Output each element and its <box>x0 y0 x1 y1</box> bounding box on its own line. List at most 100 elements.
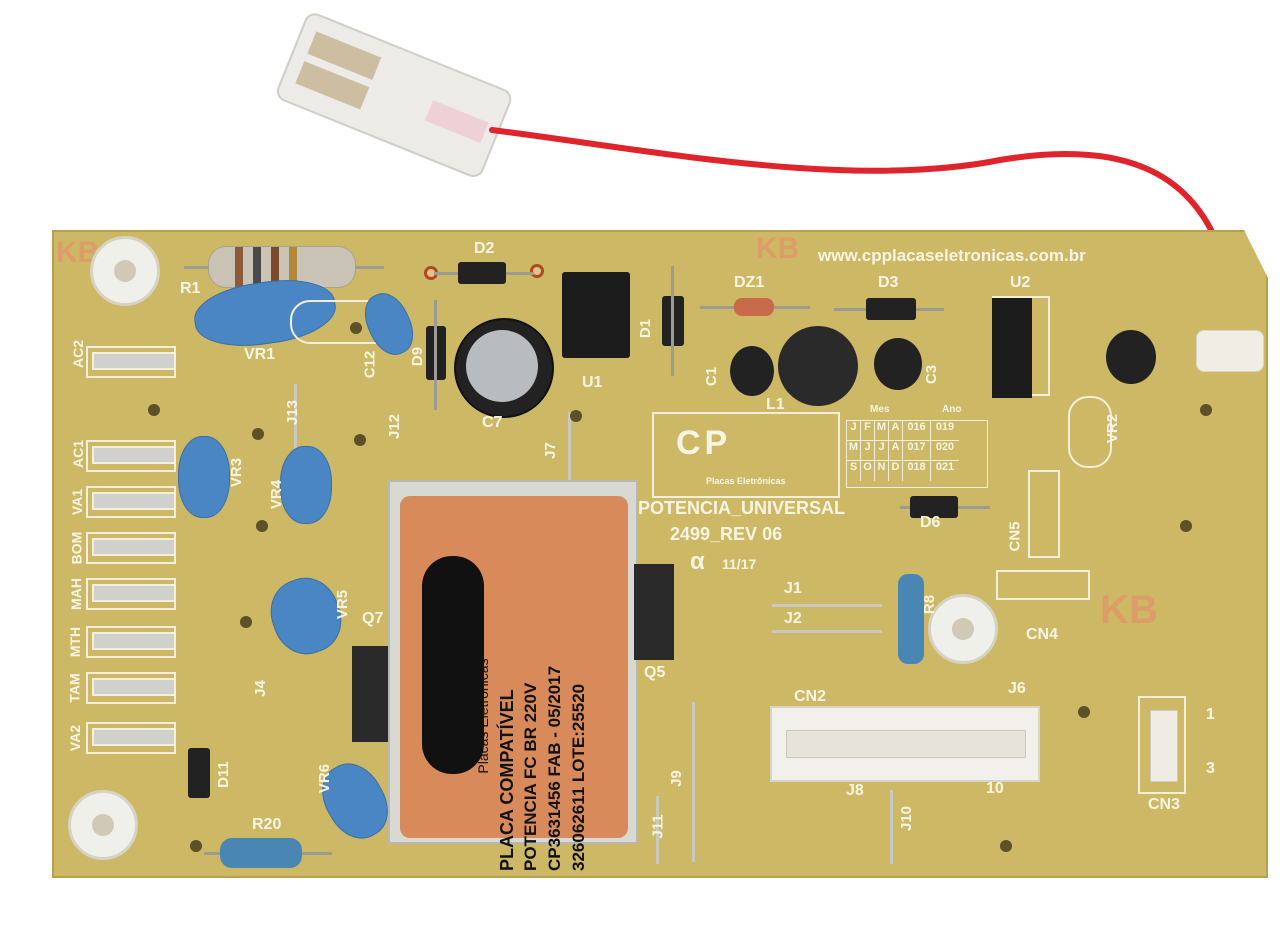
vr2-outline <box>1068 396 1112 468</box>
alpha-symbol: α <box>690 548 705 575</box>
label-line-2: POTENCIA FC BR 220V <box>521 682 540 871</box>
d1-label: D1 <box>637 318 655 339</box>
c12-label: C12 <box>361 350 379 379</box>
website-url: www.cpplacaseletronicas.com.br <box>818 246 1086 265</box>
conn-label-ac2: AC2 <box>70 339 87 369</box>
cp-brand-logo <box>422 556 484 774</box>
conn-label-va2: VA2 <box>67 724 84 752</box>
c3-capacitor <box>874 338 922 390</box>
cn5-outline <box>1028 470 1060 558</box>
alpha-date: 11/17 <box>722 556 757 572</box>
via-hole <box>570 410 582 422</box>
table-cell: D <box>889 461 903 481</box>
d11-label: D11 <box>214 761 232 788</box>
via-hole <box>1078 706 1090 718</box>
conn-label-tam: TAM <box>66 673 83 703</box>
conn-label-va1: VA1 <box>69 488 86 516</box>
table-header-year: Ano <box>942 404 962 415</box>
cn3-connector <box>1150 710 1178 782</box>
jumper-j11 <box>656 796 659 864</box>
d11-diode <box>188 748 210 798</box>
table-cell: M <box>875 421 889 441</box>
d9-label: D9 <box>409 346 427 367</box>
j7-label: J7 <box>541 442 559 459</box>
date-code-table: Mes Ano J F M A 016 019 M J J A 017 020 … <box>846 404 988 488</box>
vr3-varistor <box>178 436 230 518</box>
va1-spade-terminal <box>92 492 176 510</box>
table-header-month: Mes <box>870 404 890 415</box>
j11-label: J11 <box>649 814 667 839</box>
table-cell: 018 <box>903 461 931 481</box>
mounting-standoff <box>928 594 998 664</box>
dz1-label: DZ1 <box>734 274 765 291</box>
table-cell: 017 <box>903 441 931 461</box>
vr6-label: VR6 <box>316 763 334 794</box>
j8-label: J8 <box>846 782 864 799</box>
conn-label-bom: BOM <box>68 531 85 565</box>
ac1-spade-terminal <box>92 446 176 464</box>
bom-spade-terminal <box>92 538 176 556</box>
relay-label: Placas Eletrônicas PLACA COMPATÍVEL POTE… <box>400 496 628 871</box>
mounting-standoff <box>90 236 160 306</box>
r20-resistor <box>220 838 302 868</box>
conn-label-mah: MAH <box>67 578 84 610</box>
cn3-pin1-label: 1 <box>1206 706 1215 723</box>
cn2-label: CN2 <box>794 688 827 705</box>
table-cell: 019 <box>931 421 959 441</box>
mth-spade-terminal <box>92 632 176 650</box>
j4-label: J4 <box>251 680 269 697</box>
j1-label: J1 <box>784 580 802 597</box>
logo-subtitle: Placas Eletrônicas <box>706 476 786 486</box>
c3-label: C3 <box>923 364 941 385</box>
d2-diode <box>458 262 506 284</box>
cable-tie <box>1196 330 1264 372</box>
board-title: POTENCIA_UNIVERSAL <box>638 498 846 518</box>
via-hole <box>190 840 202 852</box>
va2-spade-terminal <box>92 728 176 746</box>
via-hole <box>240 616 252 628</box>
q5-transistor <box>634 564 674 660</box>
u1-ic <box>562 272 630 358</box>
via-hole <box>256 520 268 532</box>
d2-label: D2 <box>474 240 495 257</box>
r8-label: R8 <box>921 594 939 615</box>
label-line-3: CP3631456 FAB - 05/2017 <box>545 665 564 871</box>
cn4-label: CN4 <box>1026 626 1059 643</box>
table-cell: J <box>847 421 861 441</box>
cn5-label: CN5 <box>1006 521 1024 552</box>
conn-label-mth: MTH <box>67 626 84 658</box>
d1-lead <box>671 266 674 376</box>
table-cell: 021 <box>935 461 955 473</box>
j6-label: J6 <box>1008 680 1026 697</box>
cp-logo: CP <box>676 424 732 462</box>
l1-inductor <box>778 326 858 406</box>
jumper-j13 <box>294 384 297 504</box>
board-revision: 2499_REV 06 <box>670 524 783 544</box>
cn2-connector <box>770 706 1040 782</box>
jumper-j2 <box>772 630 882 633</box>
d6-diode <box>910 496 958 518</box>
table-cell: J <box>861 441 875 461</box>
via-hole <box>252 428 264 440</box>
u1-label: U1 <box>582 374 603 391</box>
table-cell: A <box>889 441 903 461</box>
via-hole <box>1000 840 1012 852</box>
d9-lead <box>434 300 437 410</box>
vr1-label: VR1 <box>244 346 276 363</box>
cn2-pin10-label: 10 <box>986 780 1004 797</box>
jumper-j10 <box>890 790 893 864</box>
table-cell: M <box>847 441 861 461</box>
capacitor <box>1106 330 1156 384</box>
jumper-j1 <box>772 604 882 607</box>
label-brand: Placas Eletrônicas <box>475 658 491 774</box>
r1-label: R1 <box>180 280 201 297</box>
cn3-outline <box>1138 696 1186 794</box>
vr3-label: VR3 <box>228 457 246 488</box>
table-cell: J <box>875 441 889 461</box>
cn3-label: CN3 <box>1148 796 1181 813</box>
table-cell: S <box>847 461 861 481</box>
c7-capacitor <box>454 318 554 418</box>
label-line-1: PLACA COMPATÍVEL <box>497 689 517 871</box>
d6-label: D6 <box>920 514 941 531</box>
via-hole <box>350 322 362 334</box>
